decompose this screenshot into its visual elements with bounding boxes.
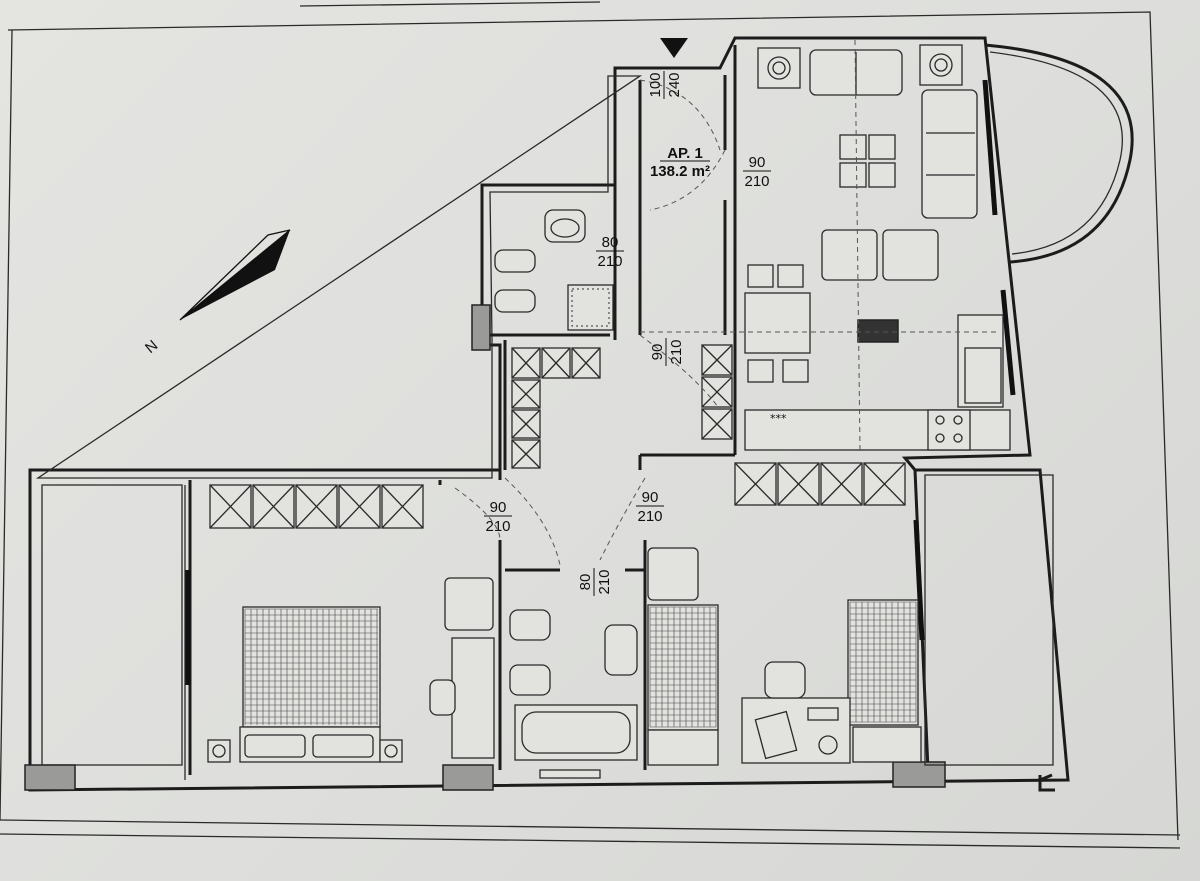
door-height: 210 bbox=[485, 518, 510, 535]
wardrobe-unit bbox=[820, 462, 863, 506]
bathroom-1-fixtures bbox=[494, 209, 614, 331]
corner-mark bbox=[1038, 773, 1055, 792]
columns bbox=[24, 304, 946, 791]
door-width: 90 bbox=[649, 344, 666, 361]
apartment-label: AP. 1 138.2 m² bbox=[650, 145, 710, 180]
door-width: 90 bbox=[642, 489, 659, 506]
bedroom-right-furniture bbox=[647, 547, 922, 766]
north-label: N bbox=[142, 337, 161, 357]
wardrobe-unit bbox=[511, 379, 541, 409]
north-arrow bbox=[179, 229, 291, 321]
wardrobe-unit bbox=[777, 462, 820, 506]
wardrobe-unit bbox=[863, 462, 906, 506]
door-height: 210 bbox=[597, 253, 622, 270]
door-width: 90 bbox=[749, 154, 766, 171]
wardrobe-unit bbox=[701, 408, 733, 440]
door-width: 80 bbox=[577, 574, 594, 591]
svg-text:***: *** bbox=[770, 412, 787, 425]
wardrobes bbox=[209, 344, 906, 529]
windows bbox=[185, 79, 1016, 779]
wardrobe-unit bbox=[295, 484, 338, 529]
balcony bbox=[984, 43, 1134, 264]
door-height: 210 bbox=[596, 569, 613, 594]
bedroom-left-furniture bbox=[207, 577, 495, 763]
door-width: 80 bbox=[602, 234, 619, 251]
wardrobe-unit bbox=[701, 376, 733, 408]
wardrobe-unit bbox=[209, 484, 252, 529]
terrace-right bbox=[924, 474, 1054, 766]
wardrobe-unit bbox=[571, 347, 601, 379]
wardrobe-unit bbox=[701, 344, 733, 376]
wardrobe-unit bbox=[511, 439, 541, 469]
door-height: 240 bbox=[666, 72, 683, 97]
apartment-name: AP. 1 bbox=[667, 145, 703, 162]
door-width: 100 bbox=[647, 72, 664, 97]
terrace-left bbox=[41, 484, 183, 766]
wardrobe-unit bbox=[511, 347, 541, 379]
door-swings bbox=[454, 79, 726, 566]
wardrobe-unit bbox=[252, 484, 295, 529]
door-width: 90 bbox=[490, 499, 507, 516]
living-room-furniture: *** bbox=[640, 39, 1011, 451]
wardrobe-unit bbox=[511, 409, 541, 439]
bathroom-2-fixtures bbox=[509, 609, 638, 761]
entrance-arrow bbox=[660, 38, 688, 58]
wardrobe-unit bbox=[338, 484, 381, 529]
wardrobe-unit bbox=[541, 347, 571, 379]
door-height: 210 bbox=[668, 339, 685, 364]
apartment-area: 138.2 m² bbox=[650, 163, 710, 180]
wardrobe-unit bbox=[734, 462, 777, 506]
wardrobe-unit bbox=[381, 484, 424, 529]
page-frame bbox=[0, 1, 1181, 849]
door-height: 210 bbox=[637, 508, 662, 525]
door-height: 210 bbox=[744, 173, 769, 190]
